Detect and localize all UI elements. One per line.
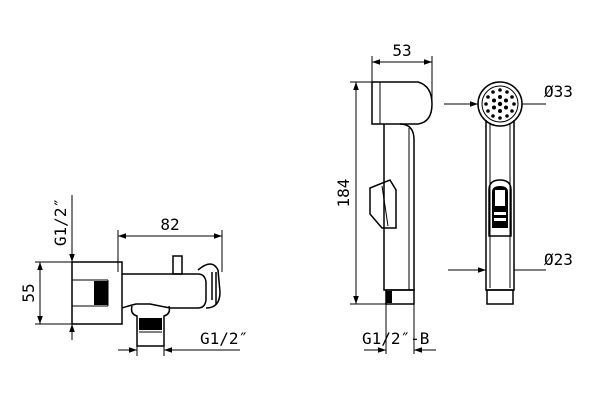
valve-top-knob xyxy=(172,255,183,275)
valve-width-label: 82 xyxy=(160,215,179,234)
valve-height-label: 55 xyxy=(19,283,38,302)
head-diameter-label: Ø33 xyxy=(544,82,573,101)
sprayer-head-side xyxy=(371,81,433,125)
spray-nozzles xyxy=(484,88,516,120)
sprayer-base-front xyxy=(486,289,514,305)
sprayer-trigger-front xyxy=(488,179,512,237)
valve-dimensions: 82 55 G1/2″ G1/2″ xyxy=(19,195,248,356)
base-diameter-label: Ø23 xyxy=(544,250,573,269)
valve-body-arm xyxy=(121,273,207,309)
valve-bottom-outlet xyxy=(130,305,171,347)
sprayer-length-label: 184 xyxy=(334,179,353,208)
valve-thread-bottom-label: G1/2″ xyxy=(200,329,248,348)
sprayer-side-view xyxy=(369,81,433,305)
sprayer-front-dimensions: Ø33 Ø23 xyxy=(444,82,573,273)
sprayer-front-view xyxy=(477,81,523,305)
valve-thread-top-label: G1/2″ xyxy=(51,198,70,246)
wall-valve-view xyxy=(71,255,221,347)
sprayer-thread-label: G1/2″-B xyxy=(362,329,429,348)
valve-wall-flange xyxy=(71,261,123,325)
sprayer-trigger-side xyxy=(369,179,397,229)
sprayer-handle-side xyxy=(383,123,415,291)
valve-holder-clip xyxy=(197,263,221,309)
sprayer-width-label: 53 xyxy=(392,41,411,60)
sprayer-side-dimensions: 53 184 G1/2″-B xyxy=(334,41,436,354)
valve-thread-insert xyxy=(94,281,108,305)
